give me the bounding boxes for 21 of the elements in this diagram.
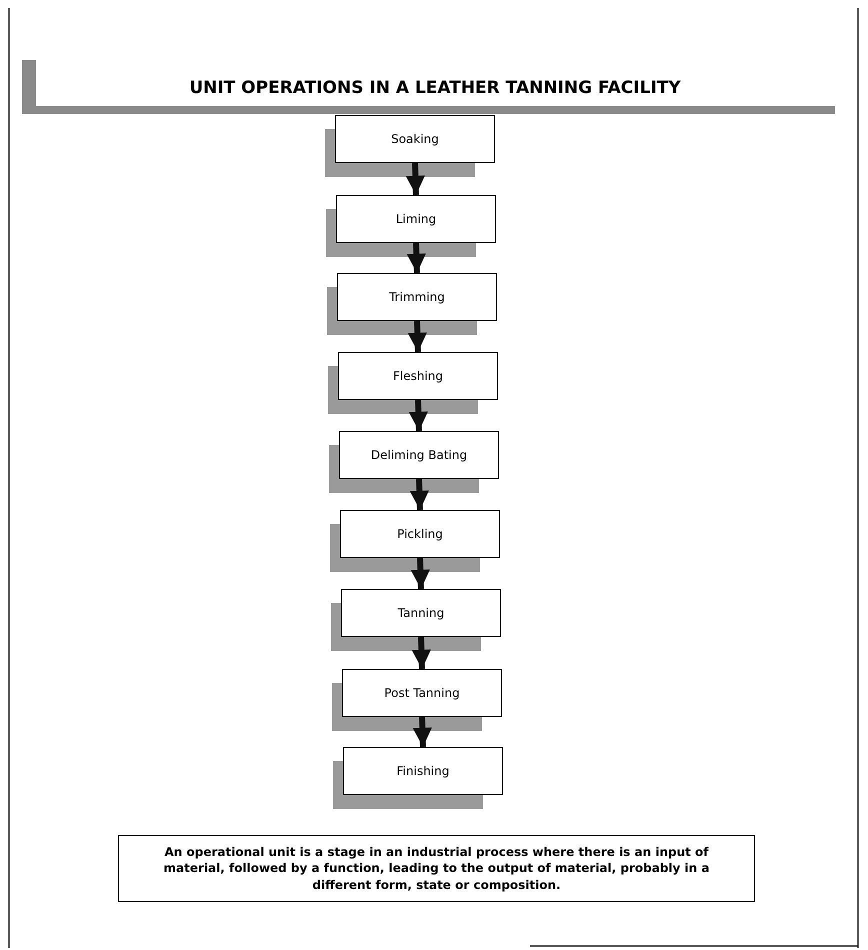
process-box (341, 589, 501, 637)
step-label: Deliming Bating (370, 448, 468, 462)
note-box (118, 835, 755, 902)
process-box (335, 115, 495, 163)
process-box (343, 747, 503, 795)
step-label: Tanning (398, 606, 444, 620)
step-label: Soaking (391, 132, 439, 146)
step-label: Pickling (397, 527, 443, 541)
process-box (338, 352, 498, 400)
process-box (342, 669, 502, 717)
step-label: Post Tanning (384, 686, 460, 700)
process-box (337, 273, 497, 321)
step-label: Trimming (389, 290, 445, 304)
process-box (339, 431, 499, 479)
process-box (336, 195, 496, 243)
diagram-title: UNIT OPERATIONS IN A LEATHER TANNING FACILITY (188, 78, 682, 98)
step-label: Fleshing (392, 369, 444, 383)
step-label: Liming (396, 212, 436, 226)
note-text: An operational unit is a stage in an industrial process where there is an input of material, followed by a function, leading to the output of material, probably in a different form, state or composition. (162, 844, 710, 893)
process-box (340, 510, 500, 558)
step-label: Finishing (396, 764, 450, 778)
